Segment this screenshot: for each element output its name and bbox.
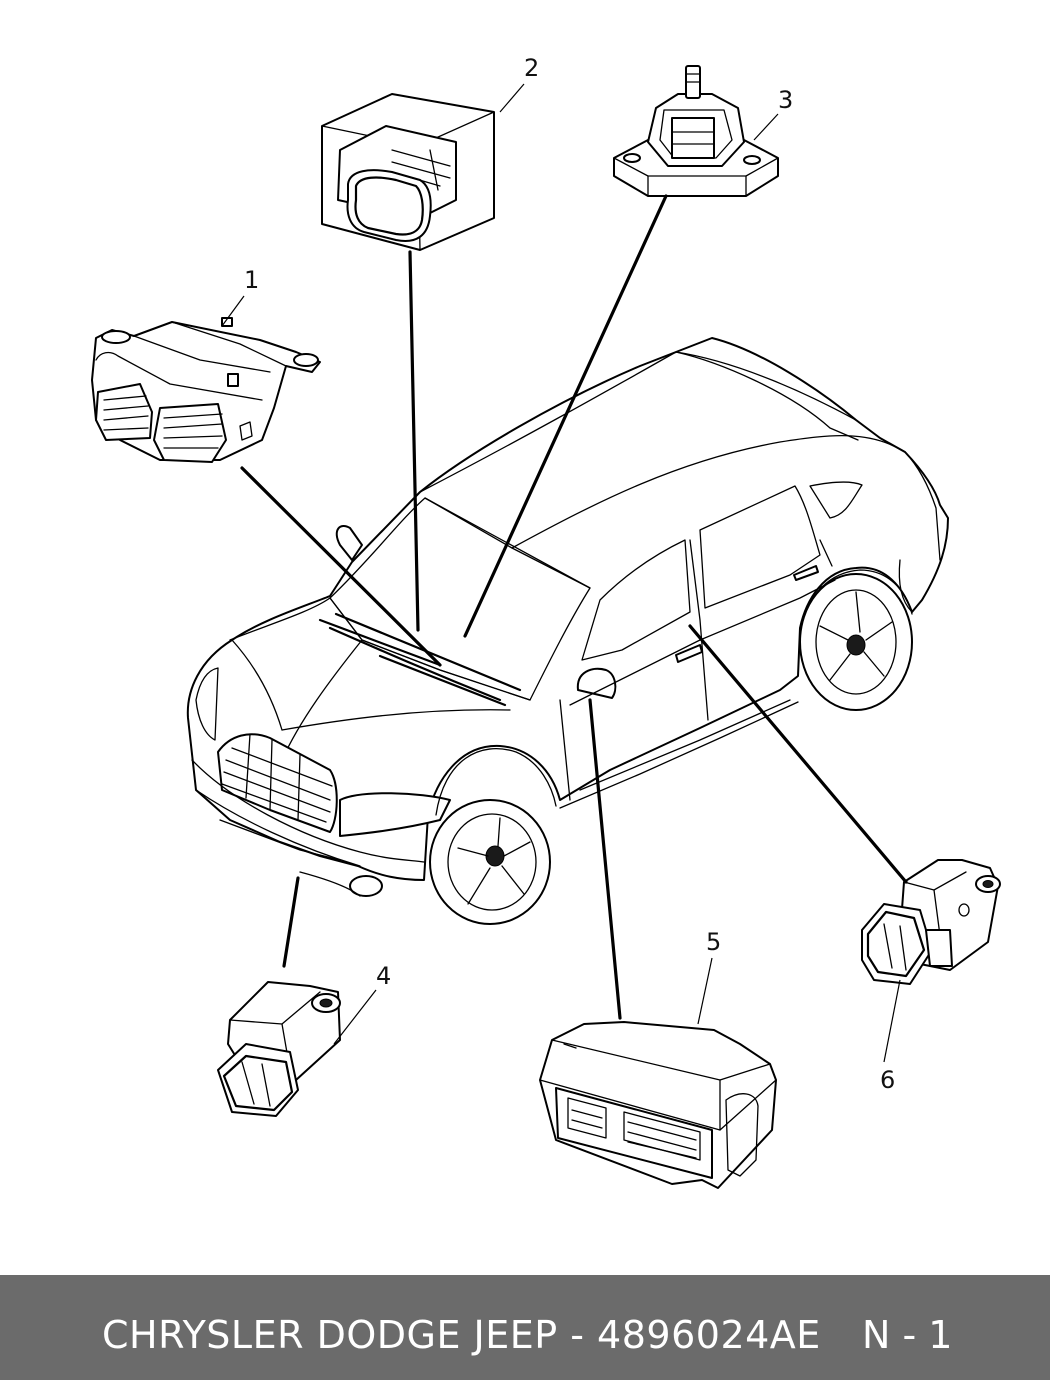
component-2-sensor-connector (322, 94, 494, 250)
component-3-impact-sensor (614, 66, 778, 196)
front-wheel (430, 800, 550, 924)
grille (218, 734, 337, 832)
callout-tick-6 (884, 980, 900, 1062)
component-6-side-sensor (862, 860, 1000, 984)
vehicle-body (188, 338, 948, 880)
callout-3: 3 (778, 86, 794, 114)
callout-4: 4 (376, 962, 392, 990)
component-4-side-sensor (218, 982, 340, 1116)
rear-wheel (800, 574, 912, 710)
leader-lines (222, 84, 906, 1062)
leader-line-5 (590, 700, 620, 1018)
leader-line-3 (465, 196, 666, 636)
component-5-occupant-restraint-module (540, 1022, 776, 1188)
callout-tick-4 (334, 990, 376, 1044)
component-1-control-module (92, 318, 320, 462)
callout-1: 1 (244, 266, 260, 294)
footer-page-number: N - 1 (862, 1313, 953, 1357)
callout-tick-2 (500, 84, 524, 112)
footer-title: CHRYSLER DODGE JEEP - 4896024AE (102, 1313, 821, 1357)
leader-line-2 (410, 252, 418, 630)
callout-6: 6 (880, 1066, 896, 1094)
callout-2: 2 (524, 54, 540, 82)
callout-tick-1 (222, 296, 244, 326)
leader-line-1 (242, 468, 440, 665)
callout-tick-3 (754, 114, 778, 140)
leader-line-4 (284, 878, 298, 966)
callout-tick-5 (698, 958, 712, 1024)
vehicle-illustration (188, 338, 948, 924)
leader-line-6 (690, 626, 906, 882)
diagram-canvas (0, 0, 1050, 1275)
footer-bar: CHRYSLER DODGE JEEP - 4896024AE N - 1 (0, 1275, 1050, 1380)
callout-5: 5 (706, 928, 722, 956)
